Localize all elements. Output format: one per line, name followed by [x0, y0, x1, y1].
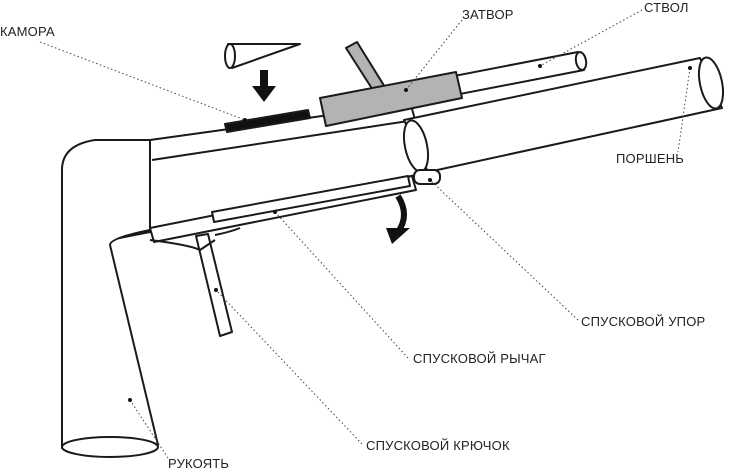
bolt [319, 41, 463, 127]
curved-arrow-icon [395, 194, 407, 234]
label-piston: ПОРШЕНЬ [616, 151, 685, 166]
label-barrel: СТВОЛ [644, 0, 689, 15]
piston-tube [402, 56, 725, 173]
pellet-cone-icon [224, 43, 301, 69]
label-trigger-lever: СПУСКОВОЙ РЫЧАГ [413, 351, 546, 366]
label-trigger-stop: СПУСКОВОЙ УПОР [581, 314, 706, 329]
arrow-down-icon [252, 70, 276, 102]
trigger [149, 227, 241, 337]
chamber [224, 109, 311, 133]
label-trigger: СПУСКОВОЙ КРЮЧОК [366, 438, 510, 453]
leader-dots [128, 64, 692, 402]
label-chamber: КАМОРА [0, 24, 55, 39]
label-grip: РУКОЯТЬ [168, 456, 230, 471]
trigger-lever [149, 175, 417, 243]
trigger-stop [413, 169, 441, 185]
leader-lines [39, 9, 691, 459]
grip [61, 139, 159, 458]
curved-arrow-head [386, 228, 410, 244]
label-bolt: ЗАТВОР [462, 7, 514, 22]
